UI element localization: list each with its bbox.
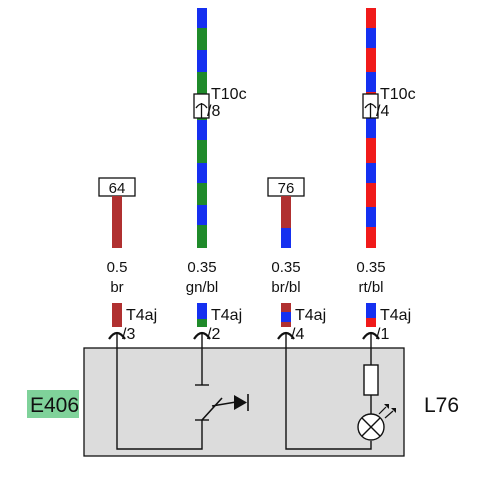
t10c-label: T10c [211, 86, 247, 103]
resistor-symbol [363, 364, 379, 396]
t4aj-pin-3: /3 [122, 326, 135, 343]
connector-t4aj-contacts [108, 331, 380, 340]
wire-gnbl-lower[interactable] [197, 303, 207, 327]
wire-label-brbl: 0.35 br/bl [271, 259, 300, 296]
switch-diode-symbol [195, 394, 249, 421]
connector-t4aj-pin3: T4aj /3 [122, 307, 157, 343]
connector-t4aj-pin2: T4aj /2 [207, 307, 242, 343]
wire-color-code: gn/bl [186, 279, 219, 296]
wire-size: 0.35 [187, 259, 216, 276]
internal-circuit [116, 334, 372, 450]
wire-color-code: rt/bl [358, 279, 383, 296]
t4aj-pin-2: /2 [207, 326, 220, 343]
wire-label-gnbl: 0.35 gn/bl [186, 259, 219, 296]
connector-t10c-pin8: T10c /8 [193, 86, 247, 120]
t10c-label: T10c [380, 86, 416, 103]
wire-br-upper[interactable] [112, 196, 122, 248]
t4aj-pin-4: /4 [291, 326, 304, 343]
component-ref-e406[interactable]: E406 [27, 390, 79, 418]
t4aj-label: T4aj [295, 307, 326, 324]
terminal-76: 76 [267, 177, 305, 197]
wire-brbl-upper[interactable] [281, 196, 291, 248]
terminal-64-label: 64 [109, 180, 126, 197]
wire-size: 0.35 [271, 259, 300, 276]
wire-brbl-lower[interactable] [281, 303, 291, 327]
wire-color-code: br [110, 279, 123, 296]
wire-size: 0.35 [356, 259, 385, 276]
wire-rtbl-lower[interactable] [366, 303, 376, 327]
t10c-pin-4: /4 [376, 103, 389, 120]
terminal-76-label: 76 [278, 180, 295, 197]
wire-gnbl-upper[interactable] [197, 8, 207, 248]
t10c-pin-8: /8 [207, 103, 220, 120]
wire-label-br: 0.5 br [107, 259, 128, 296]
t4aj-label: T4aj [380, 307, 411, 324]
lamp-symbol [357, 404, 396, 441]
wire-rtbl-upper[interactable] [366, 8, 376, 248]
t4aj-pin-1: /1 [376, 326, 389, 343]
connector-t4aj-pin1: T4aj /1 [376, 307, 411, 343]
wire-label-rtbl: 0.35 rt/bl [356, 259, 385, 296]
t4aj-label: T4aj [211, 307, 242, 324]
connector-t4aj-pin4: T4aj /4 [291, 307, 326, 343]
wire-size: 0.5 [107, 259, 128, 276]
connector-t10c-pin4: T10c /4 [362, 86, 416, 120]
lamp-ref-label: L76 [424, 394, 459, 417]
terminal-64: 64 [98, 177, 136, 197]
highlight-box [27, 390, 79, 418]
t4aj-label: T4aj [126, 307, 157, 324]
switch-ref-label: E406 [30, 394, 79, 417]
wire-br-lower[interactable] [112, 303, 122, 327]
wire-color-code: br/bl [271, 279, 300, 296]
